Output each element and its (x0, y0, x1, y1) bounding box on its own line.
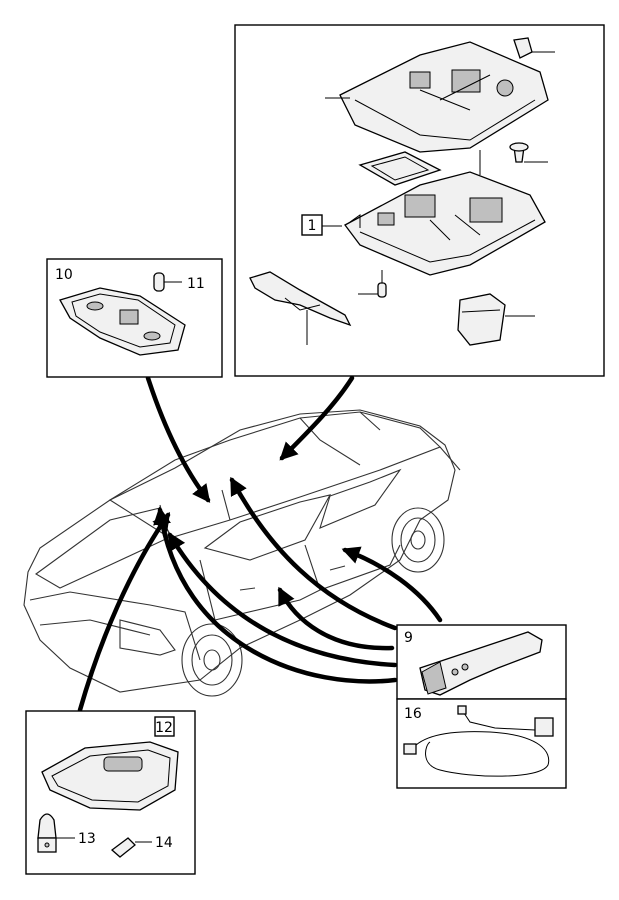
map-light-cover-box: 10 11 (46, 258, 223, 378)
callout-10-label: 10 (55, 267, 73, 283)
callout-14-label: 14 (155, 835, 173, 851)
wiring-harness-box: 16 (396, 698, 567, 789)
door-light-box: 9 (396, 624, 567, 700)
callout-1: 1 (301, 214, 323, 236)
car-sedan-outline (23, 409, 461, 697)
overhead-console-assembly-box (234, 24, 605, 377)
callout-11-label: 11 (187, 276, 205, 292)
callout-16-label: 16 (404, 706, 422, 722)
location-arrows (77, 375, 443, 713)
callout-12-label: 12 (155, 720, 173, 736)
callout-9-label: 9 (404, 630, 413, 646)
callout-1-label: 1 (308, 218, 317, 234)
callout-13-label: 13 (78, 831, 96, 847)
rear-reading-light-box: 12 13 14 (25, 710, 196, 875)
